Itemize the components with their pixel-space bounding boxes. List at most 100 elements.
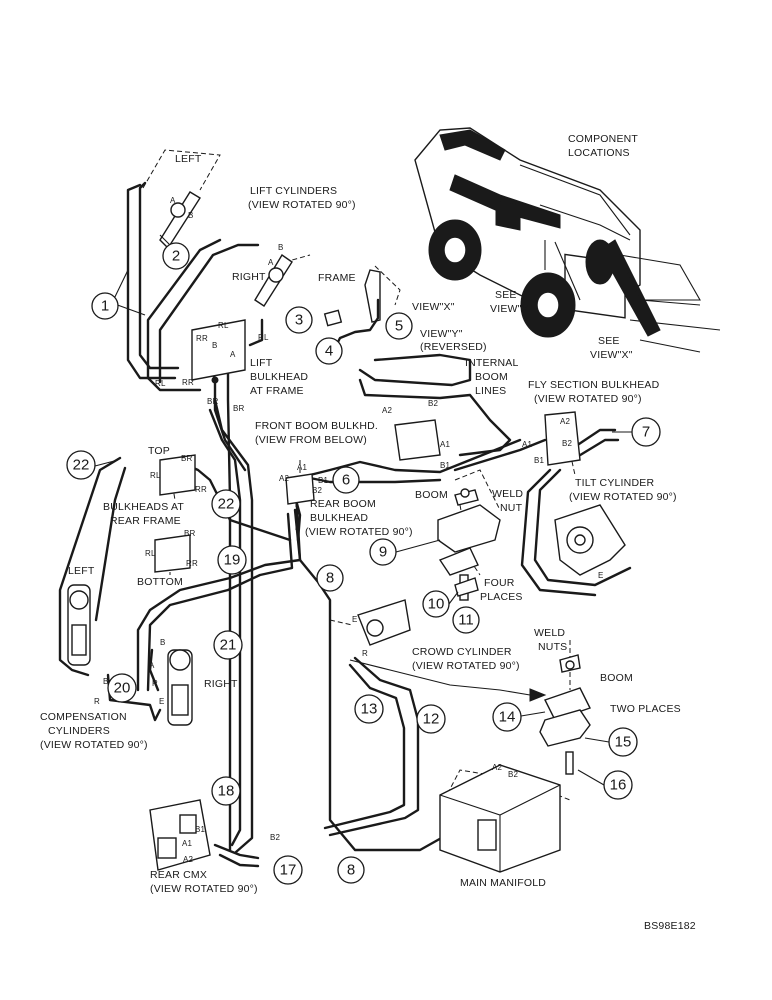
port-b: B — [103, 677, 109, 686]
port-br: BR — [233, 404, 245, 413]
text-labels: COMPONENT LOCATIONS LEFT LIFT CYLINDERS … — [40, 133, 696, 932]
port-a2: A2 — [560, 417, 571, 426]
right-top-label: RIGHT — [232, 271, 266, 283]
rear-boom-bulkhead-label-2: BULKHEAD — [310, 512, 368, 524]
callout-22 — [66, 450, 96, 480]
right-comp-label: RIGHT — [204, 678, 238, 690]
fly-section-bulkhead-label-2: (VIEW ROTATED 90°) — [534, 393, 642, 405]
callout-15 — [608, 727, 638, 757]
port-rl: RL — [150, 471, 161, 480]
svg-text:6: 6 — [342, 472, 350, 489]
view-y-label-1: VIEW"Y" — [420, 328, 463, 340]
port-rr: RR — [195, 485, 207, 494]
callout-8 — [337, 856, 365, 884]
bulkheads-rear-frame-label-2: REAR FRAME — [110, 515, 181, 527]
port-b2: B2 — [562, 439, 573, 448]
rear-cmx-label-1: REAR CMX — [150, 869, 207, 881]
port-b: B — [278, 243, 284, 252]
port-b1: B1 — [195, 825, 206, 834]
callout-16 — [603, 770, 633, 800]
lift-bulkhead-label-3: AT FRAME — [250, 385, 304, 397]
lift-bulkhead-label-1: LIFT — [250, 357, 273, 369]
callout-18 — [211, 776, 241, 806]
callout-5 — [385, 312, 413, 340]
rear-boom-bulkhead-label-3: (VIEW ROTATED 90°) — [305, 526, 413, 538]
svg-text:8: 8 — [326, 570, 334, 587]
svg-text:15: 15 — [615, 734, 632, 751]
port-a: A — [268, 258, 274, 267]
svg-text:7: 7 — [642, 424, 650, 441]
svg-text:22: 22 — [218, 496, 235, 513]
port-a2: A2 — [279, 474, 290, 483]
callout-7 — [631, 417, 661, 447]
component-locations-label-1: COMPONENT — [568, 133, 638, 145]
port-rr: RR — [182, 378, 194, 387]
port-a1: A1 — [297, 463, 308, 472]
port-rl: RL — [145, 549, 156, 558]
rear-boom-bulkhead-label-1: REAR BOOM — [310, 498, 376, 510]
see-view-y-label-2: VIEW"Y" — [490, 303, 533, 315]
port-b1: B1 — [534, 456, 545, 465]
weld-nuts-label-1: WELD — [534, 627, 565, 639]
port-b1: B1 — [440, 461, 451, 470]
port-a: A — [149, 661, 155, 670]
rear-cmx — [149, 799, 211, 871]
port-r: R — [152, 679, 158, 688]
port-a2: A2 — [382, 406, 393, 415]
see-view-x-label-2: VIEW"X" — [590, 349, 633, 361]
port-rr: RR — [196, 334, 208, 343]
four-places-label-2: PLACES — [480, 591, 523, 603]
internal-boom-lines-label-2: BOOM — [475, 371, 508, 383]
crowd-cylinder-label-1: CROWD CYLINDER — [412, 646, 512, 658]
callout-6 — [332, 466, 360, 494]
callout-19 — [217, 545, 247, 575]
port-br: BR — [184, 529, 196, 538]
svg-text:21: 21 — [220, 637, 237, 654]
callout-17 — [273, 855, 303, 885]
see-view-y-label-1: SEE — [495, 289, 517, 301]
lift-cylinder-left — [159, 191, 201, 250]
bulkheads-rear-frame-label-1: BULKHEADS AT — [103, 501, 184, 513]
two-places-label: TWO PLACES — [610, 703, 681, 715]
port-b2: B2 — [312, 486, 323, 495]
compensation-cylinders-label-1: COMPENSATION — [40, 711, 127, 723]
svg-text:12: 12 — [423, 711, 440, 728]
crowd-cylinder-label-2: (VIEW ROTATED 90°) — [412, 660, 520, 672]
fly-section-bulkhead-label-1: FLY SECTION BULKHEAD — [528, 379, 660, 391]
svg-text:3: 3 — [295, 312, 303, 329]
callout-13 — [354, 694, 384, 724]
port-r: R — [94, 697, 100, 706]
compensation-cylinders-label-3: (VIEW ROTATED 90°) — [40, 739, 148, 751]
svg-text:13: 13 — [361, 701, 378, 718]
weld-nut-label-1: WELD — [492, 488, 523, 500]
callout-1 — [91, 292, 119, 320]
callout-20 — [107, 673, 137, 703]
svg-text:22: 22 — [73, 457, 90, 474]
port-b2: B2 — [508, 770, 519, 779]
svg-text:17: 17 — [280, 862, 297, 879]
callout-22 — [211, 489, 241, 519]
callout-4 — [315, 337, 343, 365]
weld-nut-label-2: NUT — [500, 502, 523, 514]
port-a1: A1 — [440, 440, 451, 449]
lift-cylinders-label-1: LIFT CYLINDERS — [250, 185, 337, 197]
port-a: A — [170, 196, 176, 205]
port-a: A — [230, 350, 236, 359]
compensation-cylinders-label-2: CYLINDERS — [48, 725, 110, 737]
view-y-label-2: (REVERSED) — [420, 341, 487, 353]
callout-9 — [369, 538, 397, 566]
hose-lines — [58, 149, 632, 868]
svg-text:19: 19 — [224, 552, 241, 569]
port-r: R — [362, 649, 368, 658]
top-label: TOP — [148, 445, 170, 457]
lift-cylinders-label-2: (VIEW ROTATED 90°) — [248, 199, 356, 211]
port-a2: A2 — [492, 763, 503, 772]
svg-text:8: 8 — [347, 862, 355, 879]
port-a1: A1 — [522, 440, 533, 449]
port-rr: RR — [186, 559, 198, 568]
tilt-cylinder-label-2: (VIEW ROTATED 90°) — [569, 491, 677, 503]
port-br: BR — [207, 397, 219, 406]
port-br: BR — [181, 454, 193, 463]
svg-text:9: 9 — [379, 544, 387, 561]
